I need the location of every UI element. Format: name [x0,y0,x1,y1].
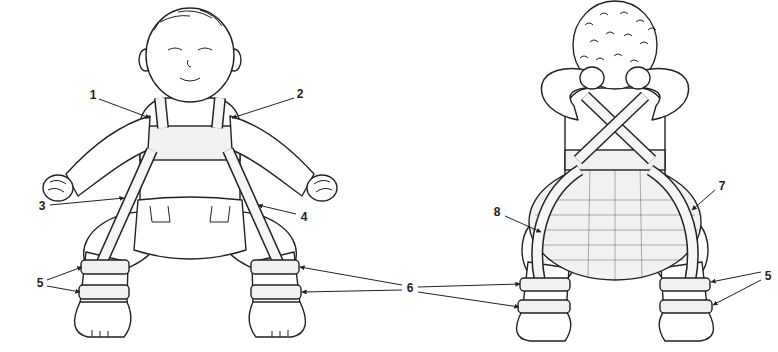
left-arm [541,67,604,120]
head [146,8,234,102]
diaper-tabs [150,206,230,222]
leader-line [232,98,294,118]
front-view [43,8,337,337]
nose [187,60,191,67]
callout-number: 4 [301,211,308,223]
left-leg-strap [518,170,580,313]
callout-number: 5 [765,270,772,282]
leader-line [713,280,761,305]
cross-strap-fill [578,96,645,160]
leader-line [258,205,296,214]
leader-line [505,216,541,232]
leader-line [418,284,520,287]
leader-line [50,198,124,205]
hair [580,12,656,62]
leader-line [47,286,80,292]
right-arm [626,67,689,120]
callout-number: 3 [39,200,46,212]
leader-line [47,267,82,280]
leader-line [692,190,715,210]
leader-line [418,292,519,307]
callout-number: 8 [494,206,501,218]
callout-number: 5 [37,277,44,289]
callout-number: 6 [407,282,414,294]
leader-lines [47,98,761,307]
callout-number: 2 [297,88,304,100]
leader-line [300,267,402,285]
leader-line [711,272,761,282]
mouth [180,78,200,81]
callout-number: 1 [90,89,97,101]
back-view [517,1,714,341]
callout-number: 7 [719,180,726,192]
leader-line [302,290,402,292]
right-leg-strap [650,170,712,313]
hair [154,10,222,30]
leader-line [99,99,150,118]
eyes [168,48,212,50]
diaper-texture [532,164,698,280]
diaper [134,197,246,259]
right-straps [217,98,301,299]
diaper [529,164,701,280]
cross-strap [578,96,645,160]
